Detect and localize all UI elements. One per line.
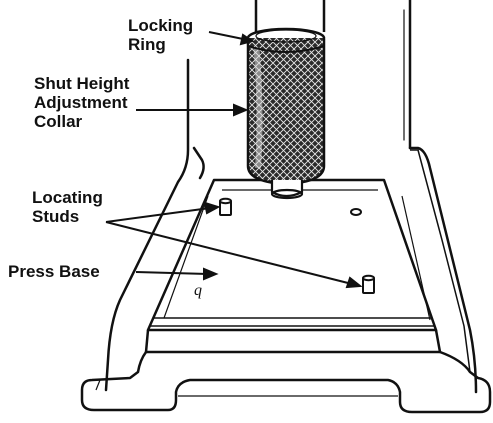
arrowhead-press-base	[203, 267, 219, 281]
base-hole	[350, 208, 362, 216]
leader-lines	[105, 31, 363, 289]
base-mark: q	[194, 282, 202, 299]
label-locking-ring-line2: Ring	[128, 35, 166, 54]
press-ram	[254, 0, 326, 32]
label-locating-studs-line2: Studs	[32, 207, 80, 226]
label-shut-height-line3: Collar	[34, 112, 83, 131]
label-shut-height-line1: Shut Height	[34, 74, 130, 93]
leader-press-base	[135, 271, 209, 275]
label-locking-ring-line1: Locking	[128, 16, 194, 35]
punch-nose	[270, 180, 304, 200]
locating-stud-right	[362, 274, 375, 294]
label-locking-ring: Locking Ring	[128, 16, 193, 54]
label-shut-height-line2: Adjustment	[34, 93, 128, 112]
locking-ring	[246, 27, 326, 53]
label-shut-height-collar: Shut Height Adjustment Collar	[34, 74, 129, 131]
label-locating-studs-line1: Locating	[32, 188, 103, 207]
arrowhead-stud-right	[345, 276, 363, 289]
arrowhead-locking-ring	[239, 33, 255, 46]
arrowhead-stud-left	[203, 201, 221, 215]
locating-stud-left	[219, 197, 232, 216]
arrowhead-shut-height	[233, 103, 249, 117]
leader-stud-left	[105, 207, 211, 223]
shut-height-collar	[246, 38, 326, 186]
label-locating-studs: Locating Studs	[32, 188, 103, 226]
label-press-base: Press Base	[8, 262, 100, 281]
press-base	[80, 149, 492, 414]
press-frame	[104, 0, 478, 394]
leader-stud-right	[105, 221, 353, 285]
